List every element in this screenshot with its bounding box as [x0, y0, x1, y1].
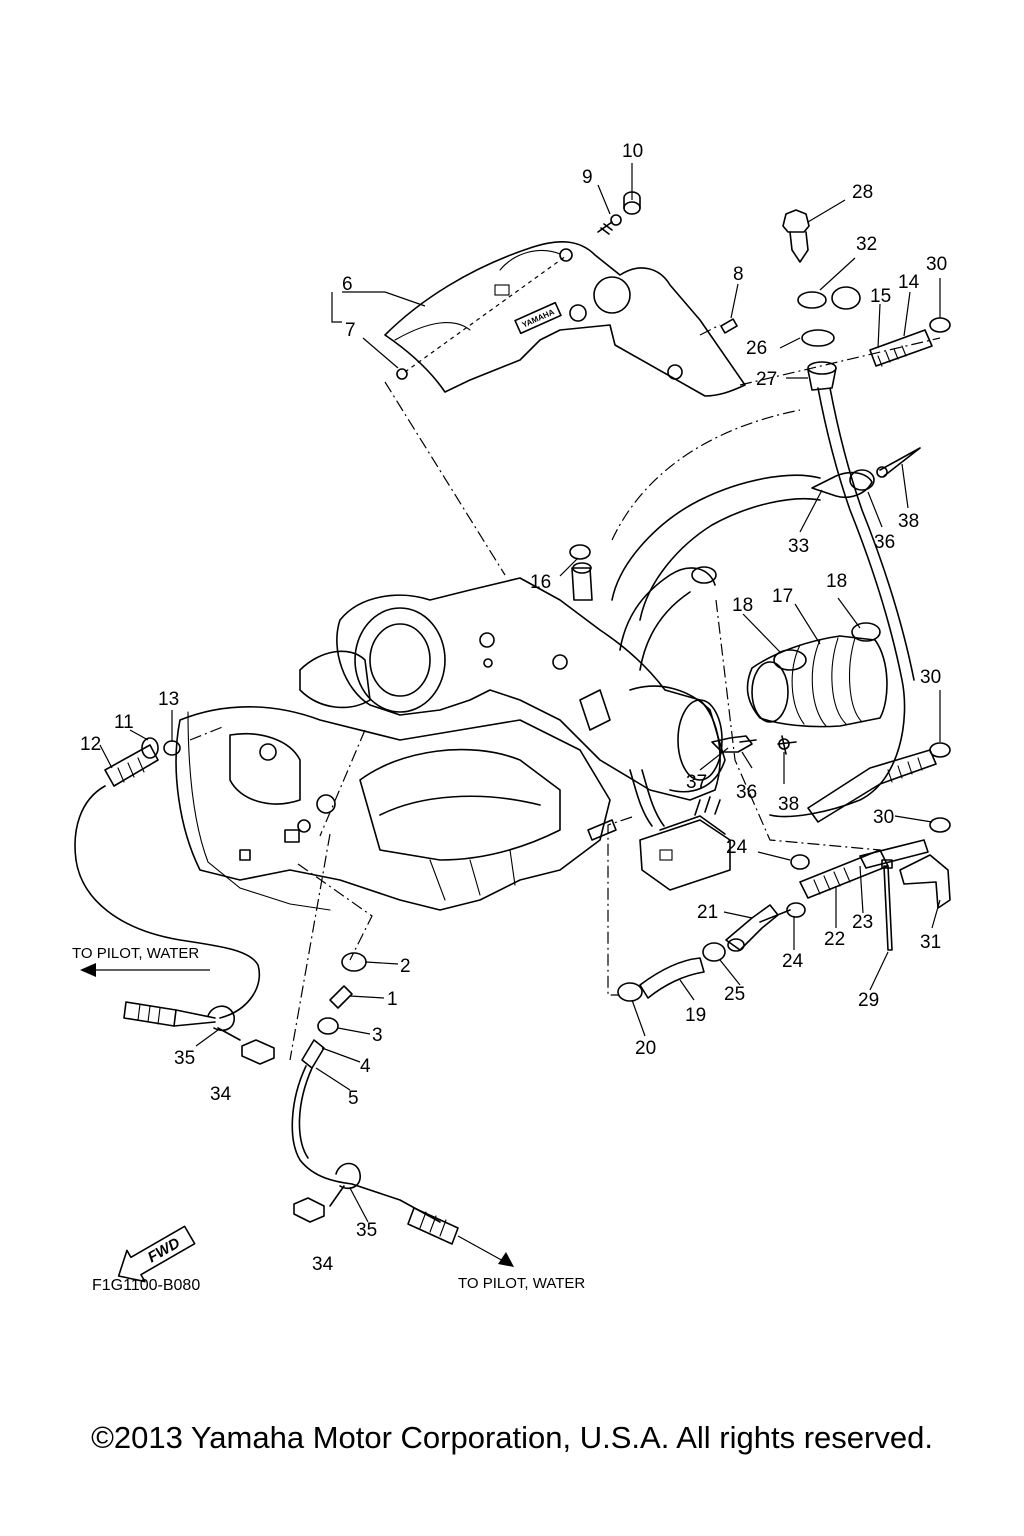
hose-end-left: [123, 1001, 216, 1027]
leader-lines: [99, 163, 941, 1223]
clamp-24-bottom: [786, 902, 806, 918]
callout-36-a: 36: [874, 532, 895, 553]
washer-26: [801, 329, 835, 347]
callout-11: 11: [114, 712, 134, 733]
callout-18-b: 18: [826, 571, 847, 592]
hose-19: [639, 957, 705, 999]
arrow-to-pilot-bottom: [457, 1235, 514, 1267]
callout-32: 32: [856, 234, 877, 255]
clamp-30-bottom: [929, 817, 951, 833]
callout-14: 14: [898, 272, 920, 293]
grommet-32: [797, 286, 861, 310]
yamaha-emblem: YAMAHA: [514, 301, 562, 335]
callout-35-a: 35: [174, 1048, 195, 1069]
callout-29: 29: [858, 990, 879, 1011]
clip-35-bottom: [329, 1162, 361, 1207]
callout-13: 13: [158, 689, 179, 710]
note-to-pilot-bottom: TO PILOT, WATER: [458, 1275, 585, 1292]
callout-38-b: 38: [778, 794, 799, 815]
callout-23: 23: [852, 912, 873, 933]
callout-34-b: 34: [312, 1254, 334, 1275]
callout-26: 26: [746, 338, 767, 359]
clamp-25: [702, 942, 726, 962]
oil-filler-cap: [782, 209, 810, 263]
band-33-36-top: [811, 447, 921, 498]
clip-35-left: [207, 1005, 241, 1041]
upper-hose: [619, 566, 717, 671]
clamp-30-top: [929, 317, 951, 333]
callout-16: 16: [530, 572, 551, 593]
engine-cover: YAMAHA: [384, 241, 746, 397]
callout-10: 10: [622, 141, 643, 162]
hose-22: [799, 849, 889, 899]
fitting-1: [329, 985, 353, 1009]
hose-23: [859, 839, 929, 869]
clamp-3: [317, 1017, 339, 1035]
callout-24-b: 24: [782, 951, 804, 972]
callout-15: 15: [870, 286, 891, 307]
hose-4: [301, 1039, 325, 1069]
hose-14: [869, 329, 933, 367]
callout-24-a: 24: [726, 837, 748, 858]
hose-end-bottom: [407, 1207, 459, 1245]
callout-33: 33: [788, 536, 809, 557]
callout-7: 7: [345, 320, 356, 341]
callout-19: 19: [685, 1005, 706, 1026]
callout-6: 6: [342, 274, 353, 295]
clip-8: [720, 318, 738, 334]
holder-34-left: [241, 1039, 275, 1065]
callout-38-a: 38: [898, 511, 919, 532]
copyright-notice: ©2013 Yamaha Motor Corporation, U.S.A. A…: [91, 1420, 933, 1455]
note-to-pilot-left: TO PILOT, WATER: [72, 945, 199, 962]
callout-30-c: 30: [873, 807, 894, 828]
clamp-11: [141, 737, 159, 759]
callout-21: 21: [697, 902, 718, 923]
clamp-24-top: [790, 854, 810, 870]
callout-27: 27: [756, 369, 777, 390]
main-hose-loop: [611, 474, 821, 621]
arrow-to-pilot-left: [80, 963, 210, 977]
engine-assembly: [175, 577, 726, 911]
tie-29: [881, 859, 893, 951]
callout-17: 17: [772, 586, 793, 607]
callout-25: 25: [724, 984, 745, 1005]
hose-12: [104, 744, 159, 787]
clamp-2: [341, 952, 367, 972]
filler-neck-27: [807, 361, 837, 391]
clamp-20: [617, 982, 643, 1002]
callout-5: 5: [348, 1088, 359, 1109]
callout-22: 22: [824, 929, 845, 950]
bolt-9: [597, 214, 622, 235]
callout-12: 12: [80, 734, 101, 755]
control-box: [639, 796, 731, 891]
callout-labels: 1 2 3 4 5 6 7 8 9 10 11 12 13 14 15 16 1…: [80, 141, 947, 1275]
callout-37: 37: [686, 772, 707, 793]
holder-31: [899, 854, 951, 909]
hose-30-mid: [807, 742, 951, 823]
callout-8: 8: [733, 264, 744, 285]
callout-30-a: 30: [926, 254, 947, 275]
callout-31: 31: [920, 932, 941, 953]
callout-34-a: 34: [210, 1084, 232, 1105]
holder-34-bottom: [293, 1197, 325, 1223]
callout-20: 20: [635, 1038, 656, 1059]
callout-4: 4: [360, 1056, 371, 1077]
callout-35-b: 35: [356, 1220, 377, 1241]
callout-30-b: 30: [920, 667, 941, 688]
diagram-code: F1G1100-B080: [92, 1277, 200, 1294]
callout-2: 2: [400, 956, 411, 977]
joint-21: [725, 904, 791, 952]
callout-1: 1: [387, 989, 398, 1010]
air-duct-17: [746, 622, 888, 728]
callout-36-b: 36: [736, 782, 757, 803]
callout-9: 9: [582, 167, 593, 188]
callout-28: 28: [852, 182, 873, 203]
clamp-13: [163, 740, 181, 756]
callout-3: 3: [372, 1025, 383, 1046]
fitting-16: [569, 544, 593, 601]
callout-18-a: 18: [732, 595, 753, 616]
